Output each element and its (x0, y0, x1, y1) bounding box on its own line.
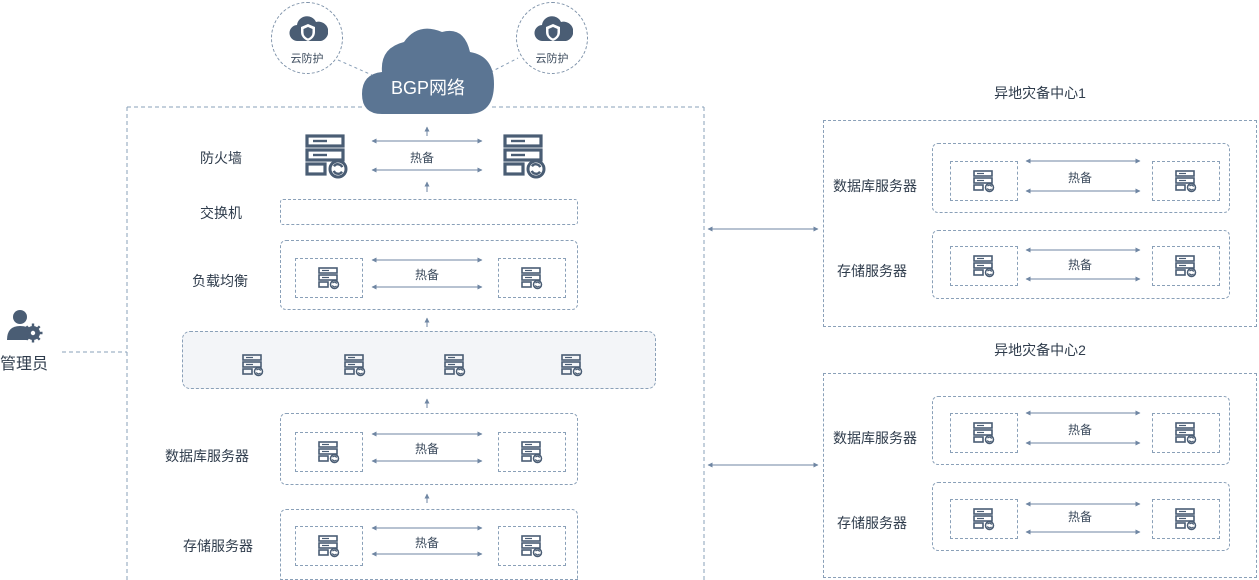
server-sync-icon (972, 254, 996, 278)
dr2-db-group (932, 396, 1230, 465)
firewall-server-icon-right (503, 134, 546, 179)
dr2-db-server-right (1152, 413, 1220, 453)
dr1-storage-group (932, 230, 1230, 299)
dr-center-1-title: 异地灾备中心1 (994, 85, 1086, 101)
server-sync-icon (241, 353, 265, 377)
cloud-protection-right: 云防护 (516, 2, 588, 74)
dr2-storage-group (932, 482, 1230, 551)
dr1-storage-server-left (950, 246, 1018, 286)
load-balance-server-right (498, 258, 566, 298)
server-sync-icon (443, 353, 467, 377)
server-sync-icon (317, 534, 341, 558)
cloud-icon (362, 28, 494, 115)
dr2-db-server-left (950, 413, 1018, 453)
server-sync-icon (1174, 254, 1198, 278)
bgp-network-label: BGP网络 (390, 78, 465, 98)
storage-server-left (295, 526, 363, 566)
server-sync-icon (1174, 507, 1198, 531)
dr2-storage-hot-standby-label: 热备 (1068, 510, 1093, 524)
shield-icon (534, 16, 573, 42)
db-server-right (498, 432, 566, 472)
server-sync-icon (317, 440, 341, 464)
cloud-protection-right-label: 云防护 (535, 53, 569, 65)
load-balance-hot-standby-label: 热备 (415, 268, 440, 282)
server-sync-icon (520, 266, 544, 290)
dr-center-1 (823, 120, 1257, 327)
switch-bar (280, 199, 578, 225)
load-balance-label: 负载均衡 (192, 273, 248, 289)
server-sync-icon (343, 353, 367, 377)
dr2-db-label: 数据库服务器 (833, 430, 917, 446)
dr2-storage-label: 存储服务器 (837, 515, 907, 531)
dr1-db-hot-standby-label: 热备 (1068, 171, 1093, 185)
storage-hot-standby-label: 热备 (415, 536, 440, 550)
dr-center-2-title: 异地灾备中心2 (994, 342, 1086, 358)
server-sync-icon (520, 534, 544, 558)
db-server-group (280, 413, 578, 485)
db-hot-standby-label: 热备 (415, 442, 440, 456)
admin-user-gear-icon (7, 310, 43, 343)
dr2-storage-server-right (1152, 499, 1220, 539)
switch-label: 交换机 (200, 205, 242, 221)
dr1-storage-label: 存储服务器 (837, 263, 907, 279)
server-sync-icon (520, 440, 544, 464)
load-balance-server-left (295, 258, 363, 298)
shield-icon (289, 16, 328, 42)
storage-server-label: 存储服务器 (183, 538, 253, 554)
dr1-db-label: 数据库服务器 (833, 178, 917, 194)
firewall-hot-standby-label: 热备 (410, 151, 435, 165)
server-sync-icon (317, 266, 341, 290)
storage-server-right (498, 526, 566, 566)
server-sync-icon (1174, 169, 1198, 193)
db-server-left (295, 432, 363, 472)
admin-label: 管理员 (0, 356, 49, 373)
cloud-protection-left: 云防护 (271, 2, 343, 74)
server-sync-icon (972, 169, 996, 193)
dr-center-2 (823, 373, 1257, 578)
firewall-label: 防火墙 (200, 150, 242, 166)
dr1-db-group (932, 143, 1230, 213)
server-sync-icon (972, 421, 996, 445)
dr1-storage-hot-standby-label: 热备 (1068, 258, 1093, 272)
server-sync-icon (560, 353, 584, 377)
dr2-storage-server-left (950, 499, 1018, 539)
server-sync-icon (972, 507, 996, 531)
dr1-db-server-right (1152, 161, 1220, 201)
dr1-storage-server-right (1152, 246, 1220, 286)
load-balance-group (280, 240, 578, 310)
server-sync-icon (1174, 421, 1198, 445)
firewall-server-icon-left (305, 134, 348, 179)
cloud-protection-left-label: 云防护 (290, 53, 324, 65)
dr1-db-server-left (950, 161, 1018, 201)
db-server-label: 数据库服务器 (165, 448, 249, 464)
dr2-db-hot-standby-label: 热备 (1068, 423, 1093, 437)
